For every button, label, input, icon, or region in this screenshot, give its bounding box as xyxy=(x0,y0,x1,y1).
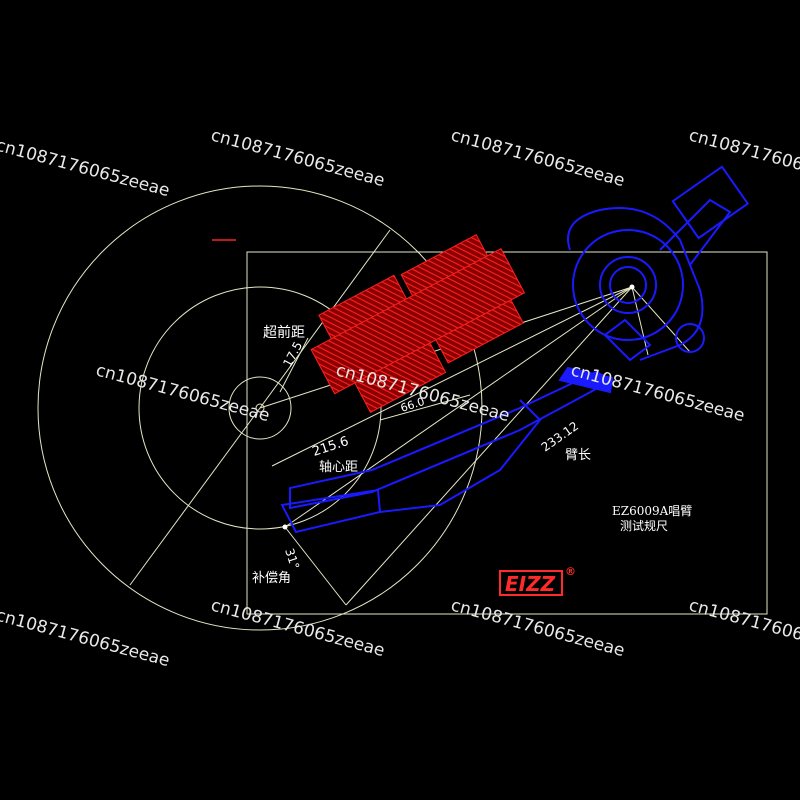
arm-length-line-a xyxy=(284,286,633,528)
spindle-ring xyxy=(228,376,292,440)
watermarks: cn1087176065zeeae cn1087176065zeeae cn10… xyxy=(0,126,800,672)
brand-logo: EIZZ ® xyxy=(499,565,576,596)
tonearm-outline xyxy=(280,165,750,534)
product-title: EZ6009A唱臂 xyxy=(612,504,692,518)
pivot-bearing-inner xyxy=(599,256,657,314)
watermark-11: cn1087176065zeeae xyxy=(687,596,800,662)
pivot-arm-rays-2 xyxy=(631,286,649,356)
record-mid-circle xyxy=(138,286,382,530)
arm-lower-edge xyxy=(379,399,542,513)
pivot-bearing-core xyxy=(609,266,647,304)
pivot-point xyxy=(629,284,635,290)
logo-text: EIZZ xyxy=(505,572,556,596)
pivot-spindle-label: 轴心距 xyxy=(319,460,358,475)
watermark-5: cn1087176065zeeae xyxy=(94,361,272,427)
platter-circles xyxy=(37,185,483,631)
stylus-point xyxy=(282,524,288,530)
overhang-line xyxy=(271,286,633,467)
logo-registered-mark: ® xyxy=(565,565,576,578)
headshell xyxy=(280,488,382,534)
overhang-label: 超前距 xyxy=(263,324,305,341)
product-subtitle: 测试规尺 xyxy=(620,518,668,533)
small-dim-line xyxy=(379,394,471,421)
spindle-center xyxy=(255,403,265,413)
offset-angle-value: 31° xyxy=(282,547,302,572)
logo-box xyxy=(499,570,563,596)
record-outer-circle xyxy=(37,185,483,631)
overhang-value: 17.5 xyxy=(280,339,305,369)
offset-angle-label: 补偿角 xyxy=(252,571,291,586)
lift-lever xyxy=(558,366,614,394)
watermark-8: cn1087176065zeeae xyxy=(0,606,172,672)
watermark-3: cn1087176065zeeae xyxy=(449,126,627,192)
counterweight xyxy=(671,165,750,240)
watermark-1: cn1087176065zeeae xyxy=(0,136,172,202)
arm-length-label: 臂长 xyxy=(565,448,591,463)
watermark-10: cn1087176065zeeae xyxy=(449,596,627,662)
watermark-4: cn1087176065zeeae xyxy=(687,126,800,192)
base-plate xyxy=(567,207,704,361)
arm-length-line-b xyxy=(345,286,633,606)
watermark-7: cn1087176065zeeae xyxy=(569,361,747,427)
pivot-bearing-outer xyxy=(572,229,684,341)
pivot-spindle-value: 215.6 xyxy=(311,434,351,460)
stylus-zones xyxy=(212,234,526,414)
pivot-markers xyxy=(282,284,635,530)
anti-skate xyxy=(675,323,705,353)
gauge-frame xyxy=(246,251,768,615)
arm-rest xyxy=(603,318,652,362)
overhang-dim xyxy=(279,337,309,393)
offset-ref-line xyxy=(284,526,347,606)
radial-line-down xyxy=(129,407,261,586)
counterweight-arm xyxy=(659,198,732,266)
watermark-2: cn1087176065zeeae xyxy=(209,126,387,192)
stylus-band-mid xyxy=(310,247,526,395)
